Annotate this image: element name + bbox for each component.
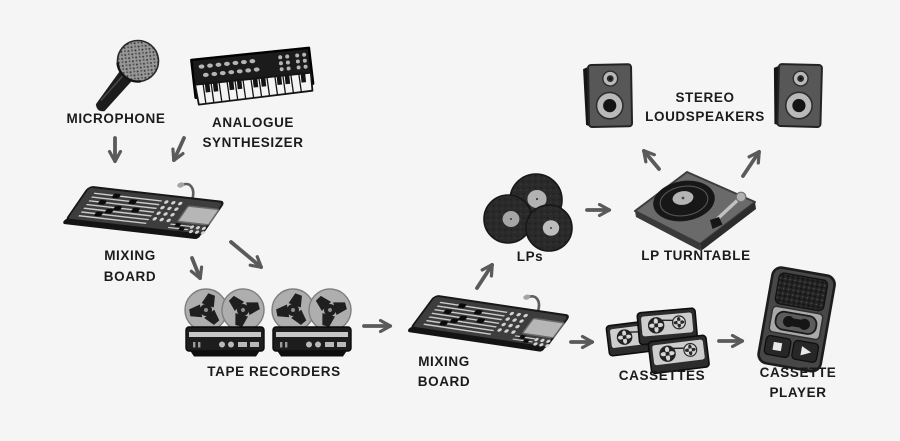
arrow-mixing-board-1-to-tape-recorder-2 <box>229 240 263 269</box>
analogue-synthesizer-illustration <box>190 46 315 106</box>
cassette-player-illustration <box>757 266 836 373</box>
mixing-board-1-label-line1: MIXING <box>104 248 156 263</box>
label-mixing-board-1: MIXING BOARD <box>70 245 190 287</box>
arrow-synthesizer-to-mixing-board-1 <box>171 136 186 163</box>
synthesizer-label-line1: ANALOGUE <box>211 115 295 130</box>
loudspeakers-label-line2: LOUDSPEAKERS <box>645 109 765 124</box>
loudspeakers-label-line1: STEREO <box>675 90 735 105</box>
label-microphone: MICROPHONE <box>41 109 191 129</box>
mixing-board-1-label-line2: BOARD <box>103 269 157 284</box>
label-tape-recorders: TAPE RECORDERS <box>174 362 374 382</box>
arrow-turntable-to-right-speaker <box>741 149 761 178</box>
tape-recorders-illustration <box>185 281 359 357</box>
label-cassettes: CASSETTES <box>592 366 732 386</box>
label-mixing-board-2: MIXING BOARD <box>384 352 504 392</box>
cassette-player-label-line2: PLAYER <box>769 385 827 400</box>
cassettes-illustration <box>605 307 711 375</box>
cassettes-label-text: CASSETTES <box>618 368 706 383</box>
microphone-label-text: MICROPHONE <box>66 111 166 126</box>
synthesizer-label-line2: SYNTHESIZER <box>202 135 304 150</box>
microphone-illustration <box>95 39 160 112</box>
cassette-player-label-line1: CASSETTE <box>759 365 837 380</box>
arrow-mixing-board-1-to-tape-recorder-1 <box>189 256 204 281</box>
tape-recorder-1 <box>185 281 272 357</box>
label-lps: LPs <box>490 247 570 267</box>
tape-recorder-2 <box>272 281 359 357</box>
mixing-board-2-label-line1: MIXING <box>418 354 470 369</box>
lp-turntable-label-text: LP TURNTABLE <box>641 248 751 263</box>
arrow-mixing-board-2-to-lps <box>475 262 494 290</box>
tape-recorders-label-text: TAPE RECORDERS <box>207 364 341 379</box>
label-lp-turntable: LP TURNTABLE <box>606 246 786 266</box>
lps-illustration <box>483 173 573 252</box>
lps-label-text: LPs <box>516 249 544 264</box>
flow-arrows <box>107 136 761 350</box>
label-cassette-player: CASSETTE PLAYER <box>728 363 868 403</box>
arrow-turntable-to-left-speaker <box>642 149 661 171</box>
mixing-board-2-illustration <box>405 275 575 357</box>
mixing-board-2-label-line2: BOARD <box>417 374 471 389</box>
lp-turntable-illustration <box>634 171 756 251</box>
mixing-board-1-illustration <box>60 167 230 244</box>
label-analogue-synthesizer: ANALOGUE SYNTHESIZER <box>173 113 333 153</box>
label-stereo-loudspeakers: STEREO LOUDSPEAKERS <box>605 88 805 126</box>
